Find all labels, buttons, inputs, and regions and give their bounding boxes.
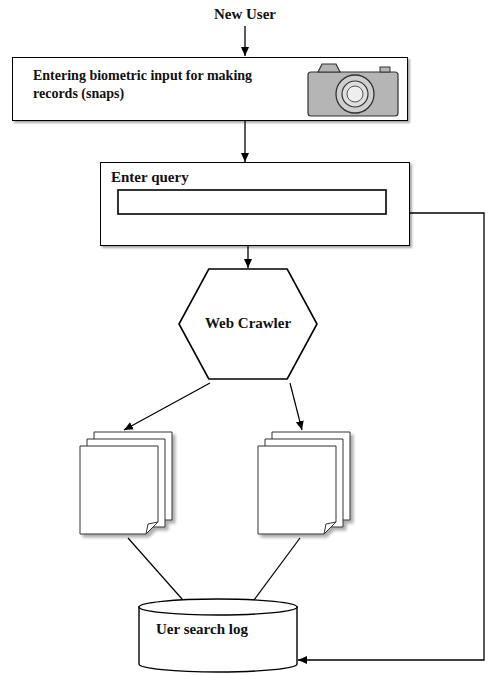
flow-arrow: [124, 383, 210, 430]
hexagon-outline: [179, 269, 317, 379]
node-text: Enter query: [111, 168, 311, 188]
flow-arrow: [290, 383, 302, 430]
log-cylinder: Uer search log: [138, 598, 298, 672]
crawler-hexagon: Web Crawler: [178, 268, 318, 380]
cylinder-body: [139, 606, 297, 672]
document-stack: [80, 432, 172, 534]
cylinder-top: [139, 599, 297, 615]
start-label: New User: [214, 6, 276, 23]
flow-connector: [244, 121, 245, 162]
flow-arrow: [128, 538, 190, 608]
node-text: Web Crawler: [203, 314, 293, 334]
query-box: Enter query: [100, 162, 410, 246]
process-box: Entering biometric input for making reco…: [12, 57, 408, 121]
entry-arrow: [244, 26, 245, 56]
query-input-field: [118, 190, 386, 214]
flow-connector: [247, 246, 248, 268]
node-text: Entering biometric input for making reco…: [33, 67, 283, 103]
camera-icon: [308, 64, 398, 116]
node-text: Uer search log: [156, 620, 256, 640]
flow-connector: [298, 213, 484, 660]
flow-arrow: [248, 538, 300, 608]
document-stack: [258, 432, 350, 534]
